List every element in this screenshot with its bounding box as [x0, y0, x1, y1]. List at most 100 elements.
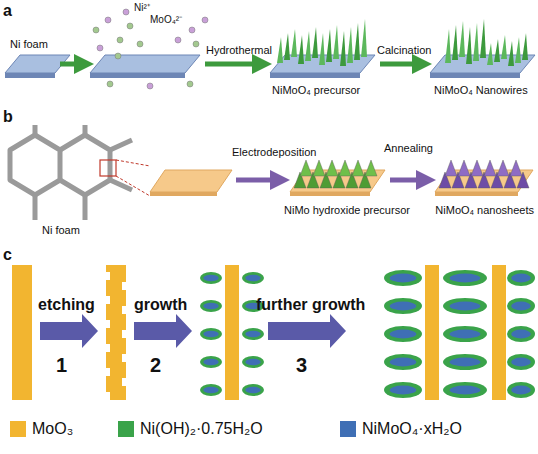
etch-notch: [106, 344, 110, 352]
nanosheet: [313, 160, 325, 176]
block-arrow: [134, 314, 192, 348]
legend-swatch: [118, 421, 134, 437]
nanowire: [319, 33, 325, 65]
nanosheet: [458, 160, 470, 176]
sheet-inner: [450, 358, 481, 367]
nanowire: [473, 23, 479, 61]
sheet-outer: [242, 272, 264, 284]
step-label: Hydrothermal: [206, 44, 272, 57]
sheet-inner: [511, 274, 531, 283]
sheet-outer: [384, 326, 422, 342]
panel-letter: a: [3, 2, 12, 20]
nanosheet: [352, 160, 364, 176]
sheet-outer: [242, 356, 264, 368]
nanowire: [445, 29, 451, 63]
sheet-outer: [242, 384, 264, 396]
nanowires: [277, 19, 367, 66]
step-number: 1: [56, 354, 67, 377]
sheet-outer: [384, 298, 422, 314]
nanowire: [515, 37, 521, 63]
nanowire: [480, 19, 486, 58]
nanowire: [340, 31, 346, 66]
legend-text: MoO₃: [32, 420, 73, 438]
nanowire: [298, 35, 304, 64]
sheet-inner: [390, 358, 417, 367]
nanowire: [354, 23, 360, 60]
step-label: further growth: [256, 296, 365, 314]
product-label: NiMoO₄ Nanowires: [434, 84, 528, 97]
nanowire: [284, 33, 290, 60]
nanowire: [277, 37, 283, 63]
legend-item: MoO₃: [10, 420, 73, 438]
sheet-outer: [384, 382, 422, 398]
sheet-outer: [507, 326, 535, 342]
sheet-outer: [443, 326, 487, 342]
sheet-stack: [384, 270, 535, 398]
sheet-outer: [200, 272, 222, 284]
sheet-inner: [511, 330, 531, 339]
nanosheet: [484, 160, 496, 176]
nanowire: [466, 27, 472, 64]
ion-dot: [137, 41, 143, 47]
sheet-inner: [450, 302, 481, 311]
ion-dot: [189, 27, 195, 33]
sheet-inner: [245, 387, 260, 394]
sheet-outer: [200, 300, 222, 312]
sheet-outer: [200, 384, 222, 396]
sheet-outer: [443, 270, 487, 286]
sheet-outer: [507, 298, 535, 314]
nanowire: [312, 27, 318, 58]
ni-foam-plate: [150, 170, 232, 196]
substrate-label: Ni foam: [10, 38, 48, 51]
legend-text: Ni(OH)₂·0.75H₂O: [140, 420, 263, 438]
ion-dot: [127, 23, 133, 29]
sheet-inner: [390, 330, 417, 339]
sheet-inner: [390, 302, 417, 311]
legend-swatch: [10, 421, 26, 437]
etch-notch: [106, 320, 110, 328]
legend-item: NiMoO₄·xH₂O: [340, 420, 462, 438]
nanowire: [347, 27, 353, 63]
sheet-inner: [203, 331, 218, 338]
process-arrow: [236, 178, 280, 183]
ion-dot: [105, 17, 111, 23]
sheet-outer: [443, 298, 487, 314]
sheet-inner: [390, 386, 417, 395]
nanowire: [333, 25, 339, 59]
step-label: etching: [38, 296, 95, 314]
ion-label: MoO₄²⁻: [150, 14, 182, 26]
nanosheet: [471, 160, 483, 176]
nanowire: [522, 33, 528, 60]
product-label: NiMoO₄ nanosheets: [435, 204, 534, 217]
legend-text: NiMoO₄·xH₂O: [362, 420, 462, 438]
hydroxide-sheets: [294, 160, 377, 188]
sheet-outer: [507, 382, 535, 398]
ion-dot: [123, 9, 129, 15]
nanowire: [291, 29, 297, 57]
sheet-outer: [507, 270, 535, 286]
ion-label: Ni²⁺: [134, 2, 150, 14]
sheet-inner: [245, 359, 260, 366]
sheet-outer: [443, 382, 487, 398]
product-label: NiMo hydroxide precursor: [284, 204, 410, 217]
legend-item: Ni(OH)₂·0.75H₂O: [118, 420, 263, 438]
etch-notch: [122, 378, 126, 386]
etch-notch: [122, 330, 126, 338]
moo3-bar: [425, 265, 439, 400]
etch-notch: [122, 306, 126, 314]
sheet-outer: [200, 356, 222, 368]
nanowire: [487, 43, 493, 65]
nanowire: [361, 19, 367, 57]
nanosheet: [326, 160, 338, 176]
step-label: Electrodeposition: [232, 146, 316, 159]
sheet-inner: [450, 274, 481, 283]
ion-dot: [107, 81, 113, 87]
nanowire: [501, 35, 507, 59]
step-number: 2: [150, 354, 161, 377]
sheet-outer: [384, 354, 422, 370]
sheet-stack: [200, 272, 264, 396]
nanosheet: [300, 160, 312, 176]
ni-foam-network: [10, 125, 132, 220]
ion-dots: [93, 9, 208, 89]
